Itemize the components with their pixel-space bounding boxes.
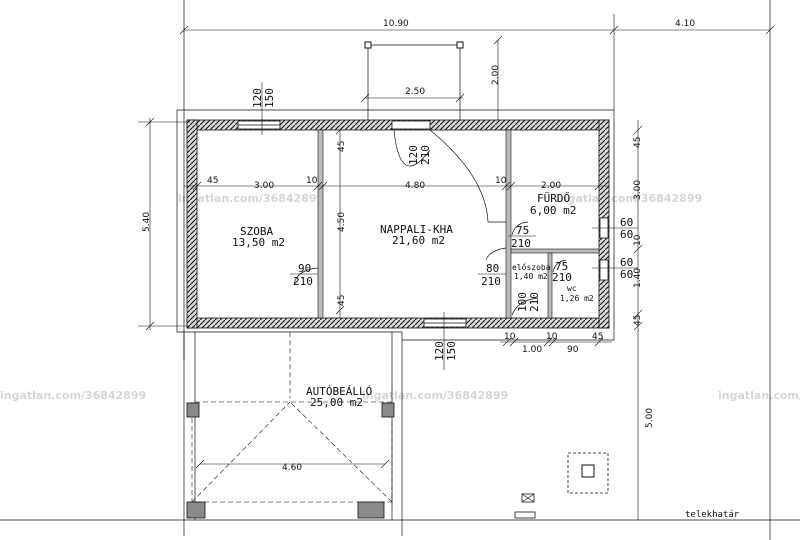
dim-b-10-b: 10 — [546, 332, 558, 342]
room-furdo-name: FÜRDŐ — [537, 191, 570, 205]
watermark-2: ingatlan.com/36842899 — [556, 192, 702, 205]
dimension-left: 5.40 — [138, 117, 190, 331]
dim-10-b: 10 — [495, 176, 507, 186]
room-wc-name: wc — [567, 284, 577, 293]
dimension-right: 45 3.00 10 1.40 45 5.00 — [633, 120, 655, 520]
dim-2-50: 2.50 — [405, 87, 425, 97]
watermark-5: ingatlan.com/36842899 — [718, 389, 800, 402]
opening-labels: 120 150 120 210 120 150 90 210 80 210 75… — [251, 82, 638, 370]
property-boundary-label: telekhatár — [685, 510, 740, 520]
window-wc — [599, 259, 609, 281]
win-top-width: 150 — [263, 88, 276, 108]
win-furdo-b: 60 — [620, 228, 633, 241]
door-furdo-width: 75 — [516, 224, 529, 237]
watermark-1: ingatlan.com/36842899 — [178, 192, 324, 205]
door-main-width: 120 — [407, 145, 420, 165]
dim-4-80: 4.80 — [405, 181, 425, 191]
dim-3-00: 3.00 — [254, 181, 274, 191]
win-wc-b: 60 — [620, 268, 633, 281]
door-nappali-width: 80 — [486, 262, 499, 275]
room-autobeallo-area: 25,00 m2 — [310, 396, 363, 409]
room-nappali-area: 21,60 m2 — [392, 234, 445, 247]
door-nappali-height: 210 — [481, 275, 501, 288]
dim-4-10: 4.10 — [675, 19, 695, 29]
win-bottom-width: 150 — [445, 341, 458, 361]
carport: 4.60 — [183, 332, 403, 536]
dimension-interior: 45 3.00 10 4.80 10 2.00 45 4.50 45 — [184, 125, 609, 318]
room-wc-area: 1,26 m2 — [560, 294, 594, 303]
room-szoba-name: SZOBA — [240, 225, 273, 238]
dim-1-40: 1.40 — [633, 268, 643, 288]
dim-b-10-a: 10 — [504, 332, 516, 342]
door-eloszoba-height: 210 — [528, 292, 541, 312]
room-eloszoba-area: 1,40 m2 — [514, 272, 548, 281]
dim-4-60: 4.60 — [282, 463, 302, 473]
door-main — [391, 120, 431, 130]
door-swings — [293, 129, 567, 316]
door-szoba-height: 210 — [293, 275, 313, 288]
dim-4-50: 4.50 — [337, 212, 347, 232]
room-eloszoba-name: előszoba — [512, 263, 551, 272]
room-labels: SZOBA 13,50 m2 NAPPALI-KHA 21,60 m2 FÜRD… — [232, 191, 594, 409]
dim-5-40: 5.40 — [142, 212, 152, 232]
dim-10-a: 10 — [306, 176, 318, 186]
dim-45-left: 45 — [207, 176, 218, 186]
dim-5-00: 5.00 — [645, 408, 655, 428]
dim-45-top: 45 — [337, 141, 347, 152]
dim-45-bottom: 45 — [337, 295, 347, 306]
room-nappali-name: NAPPALI-KHA — [380, 223, 453, 236]
win-furdo-a: 60 — [620, 216, 633, 229]
dimension-top: 10.90 4.10 — [179, 14, 775, 110]
dim-b-1-00: 1.00 — [522, 345, 542, 355]
door-wc-width: 75 — [555, 260, 568, 273]
win-bottom-height: 120 — [433, 341, 446, 361]
door-eloszoba-width: 100 — [516, 292, 529, 312]
door-szoba-width: 90 — [298, 262, 311, 275]
dim-2-00-vertical: 2.00 — [491, 65, 501, 85]
dimension-bottom-right: 10 1.00 10 90 45 — [500, 332, 612, 355]
win-top-height: 120 — [251, 88, 264, 108]
door-main-height: 210 — [419, 145, 432, 165]
room-furdo-area: 6,00 m2 — [530, 204, 576, 217]
win-wc-a: 60 — [620, 256, 633, 269]
site-symbols — [514, 452, 609, 519]
room-szoba-area: 13,50 m2 — [232, 236, 285, 249]
dim-2-00: 2.00 — [541, 181, 561, 191]
room-autobeallo-name: AUTÓBEÁLLÓ — [306, 385, 372, 398]
dim-10-right: 10 — [633, 234, 643, 246]
dim-b-90: 90 — [567, 345, 579, 355]
dim-3-00-right: 3.00 — [633, 180, 643, 200]
terrace-pergola: 2.50 2.00 — [360, 35, 503, 122]
watermark-3: ingatlan.com/36842899 — [0, 389, 146, 402]
watermark-4: ingatlan.com/36842899 — [362, 389, 508, 402]
dim-45-right-top: 45 — [633, 137, 643, 148]
interior-walls — [317, 129, 600, 319]
watermarks: ingatlan.com/36842899 ingatlan.com/36842… — [0, 192, 800, 402]
dim-10-90: 10.90 — [383, 19, 409, 29]
door-furdo-height: 210 — [511, 237, 531, 250]
door-wc-height: 210 — [552, 271, 572, 284]
dim-b-45: 45 — [592, 332, 603, 342]
dim-45-right-bottom: 45 — [633, 315, 643, 326]
